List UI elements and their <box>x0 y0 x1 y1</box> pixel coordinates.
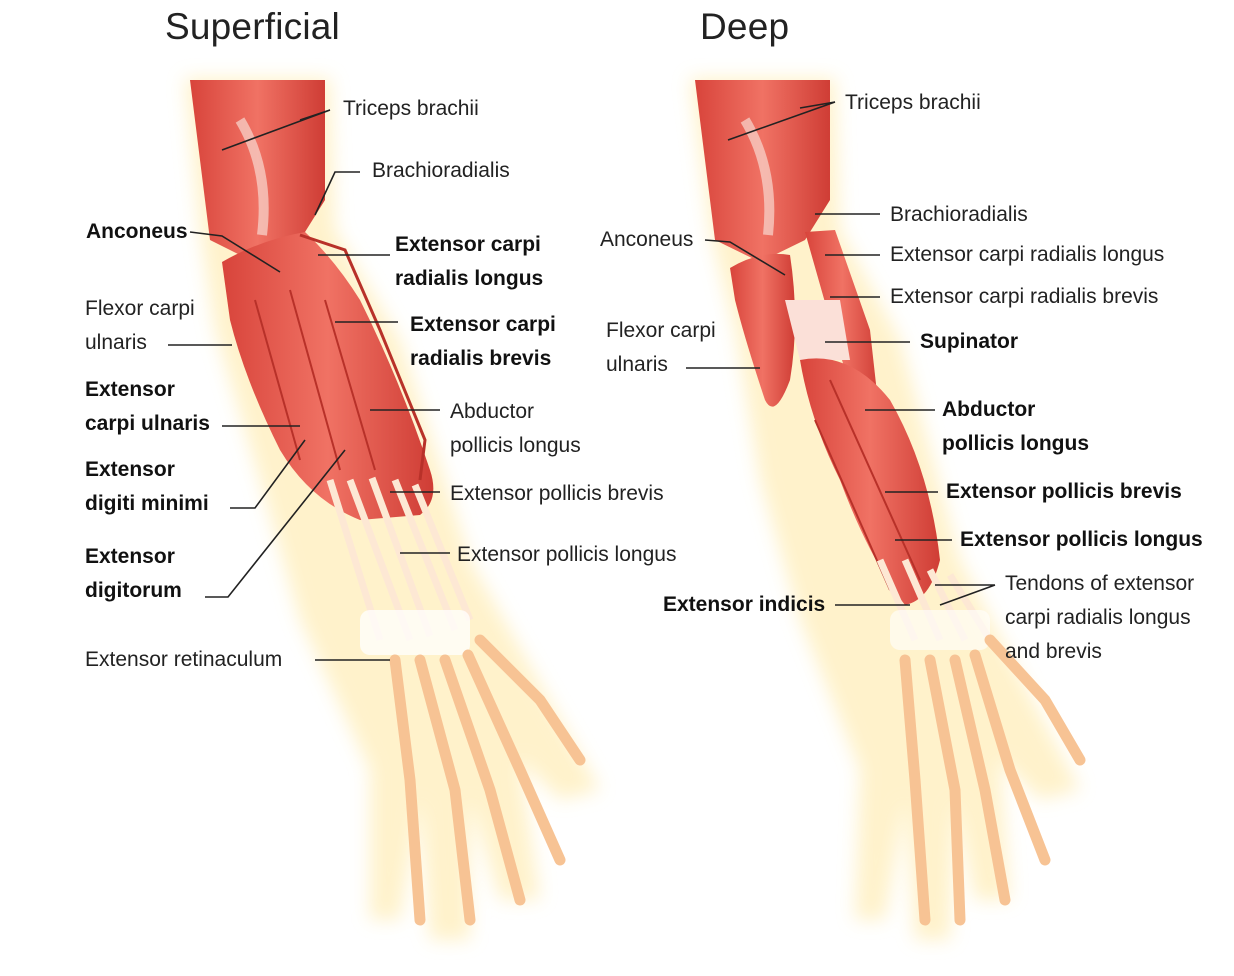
deep-label-extensor-carpi-radialis-brevis: Extensor carpi radialis brevis <box>890 280 1158 314</box>
deep-label-supinator: Supinator <box>920 325 1018 359</box>
deep-label-triceps-brachii: Triceps brachii <box>845 86 981 120</box>
label-abductor-pollicis-longus: Abductor pollicis longus <box>450 395 581 463</box>
label-brachioradialis: Brachioradialis <box>372 154 510 188</box>
deep-label-flexor-carpi-ulnaris: Flexor carpi ulnaris <box>606 314 716 382</box>
superficial-title: Superficial <box>165 6 340 48</box>
label-extensor-digiti-minimi: Extensor digiti minimi <box>85 453 209 521</box>
deep-title: Deep <box>700 6 789 48</box>
label-extensor-pollicis-longus: Extensor pollicis longus <box>457 538 676 572</box>
deep-label-brachioradialis: Brachioradialis <box>890 198 1028 232</box>
label-extensor-digitorum: Extensor digitorum <box>85 540 182 608</box>
label-extensor-retinaculum: Extensor retinaculum <box>85 643 282 677</box>
label-extensor-carpi-radialis-longus: Extensor carpi radialis longus <box>395 228 543 296</box>
deep-label-extensor-pollicis-longus: Extensor pollicis longus <box>960 523 1203 557</box>
deep-label-extensor-pollicis-brevis: Extensor pollicis brevis <box>946 475 1182 509</box>
label-anconeus: Anconeus <box>86 215 188 249</box>
label-extensor-pollicis-brevis: Extensor pollicis brevis <box>450 477 664 511</box>
deep-label-extensor-indicis: Extensor indicis <box>663 588 825 622</box>
label-flexor-carpi-ulnaris: Flexor carpi ulnaris <box>85 292 195 360</box>
deep-label-anconeus: Anconeus <box>600 223 693 257</box>
label-extensor-carpi-ulnaris: Extensor carpi ulnaris <box>85 373 210 441</box>
label-triceps-brachii: Triceps brachii <box>343 92 479 126</box>
deep-label-extensor-carpi-radialis-longus: Extensor carpi radialis longus <box>890 238 1164 272</box>
deep-label-abductor-pollicis-longus: Abductor pollicis longus <box>942 393 1089 461</box>
label-extensor-carpi-radialis-brevis: Extensor carpi radialis brevis <box>410 308 556 376</box>
deep-label-tendons: Tendons of extensor carpi radialis longu… <box>1005 567 1194 669</box>
